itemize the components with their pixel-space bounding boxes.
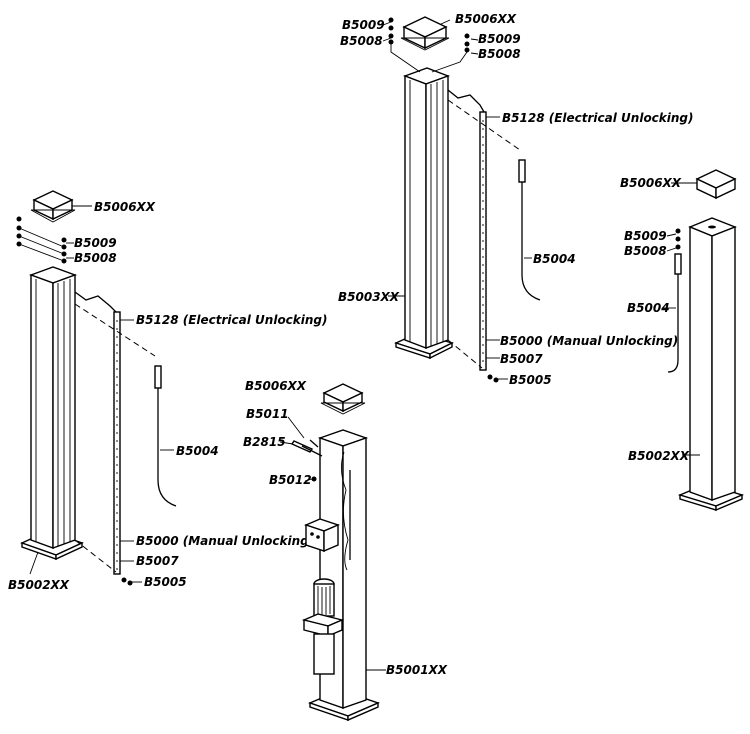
- label-b5128: B5128 (Electrical Unlocking): [502, 111, 694, 125]
- label-b2815: B2815: [243, 435, 286, 449]
- fasteners: [16, 216, 67, 264]
- column-top-center: B5006XX B5009 B5008 B5009 B5008 B5128 (E…: [338, 12, 694, 387]
- label-b5006xx: B5006XX: [94, 200, 156, 214]
- column-body: [688, 217, 737, 501]
- label-b5008: B5008: [340, 34, 383, 48]
- label-b5006xx: B5006XX: [455, 12, 517, 26]
- label-b5011: B5011: [246, 407, 289, 421]
- column-right: B5006XX B5009 B5008 B5004 B5002XX: [620, 169, 745, 512]
- label-b5009: B5009: [478, 32, 521, 46]
- fasteners: [675, 228, 681, 250]
- switch-parts: [290, 439, 323, 482]
- label-b5002xx: B5002XX: [8, 578, 70, 592]
- label-b5003xx: B5003XX: [338, 290, 400, 304]
- column-body: [402, 67, 451, 350]
- label-b5005: B5005: [509, 373, 552, 387]
- label-b5004: B5004: [533, 252, 576, 266]
- label-b5008: B5008: [624, 244, 667, 258]
- label-b5007: B5007: [136, 554, 179, 568]
- cap-b5006xx: [695, 169, 737, 200]
- label-b5006xx: B5006XX: [245, 379, 307, 393]
- label-b5001xx: B5001XX: [386, 663, 448, 677]
- label-b5006xx: B5006XX: [620, 176, 682, 190]
- label-b5009: B5009: [74, 236, 117, 250]
- motor: [301, 578, 345, 675]
- label-b5000: B5000 (Manual Unlocking): [500, 334, 678, 348]
- label-b5007: B5007: [500, 352, 543, 366]
- label-b5002xx: B5002XX: [628, 449, 690, 463]
- label-b5004: B5004: [627, 301, 670, 315]
- cap-b5006xx: [320, 383, 366, 415]
- cap-b5006xx: [400, 16, 450, 51]
- cap-b5006xx: [30, 190, 76, 223]
- column-body: [28, 266, 78, 549]
- label-b5009: B5009: [624, 229, 667, 243]
- label-b5000: B5000 (Manual Unlocking): [136, 534, 314, 548]
- label-b5012: B5012: [269, 473, 312, 487]
- label-b5008: B5008: [478, 47, 521, 61]
- label-b5128: B5128 (Electrical Unlocking): [136, 313, 328, 327]
- label-b5004: B5004: [176, 444, 219, 458]
- fasteners: [388, 17, 470, 73]
- label-b5005: B5005: [144, 575, 187, 589]
- label-b5009: B5009: [342, 18, 385, 32]
- column-middle: B5006XX B5011 B2815 B5012 B5001XX: [243, 379, 448, 722]
- control-box: [304, 518, 340, 553]
- locking-strip: [74, 291, 156, 586]
- label-b5008: B5008: [74, 251, 117, 265]
- locking-strip: [447, 89, 521, 383]
- column-left: B5006XX B5009 B5008 B5128 (Electrical Un…: [8, 190, 328, 592]
